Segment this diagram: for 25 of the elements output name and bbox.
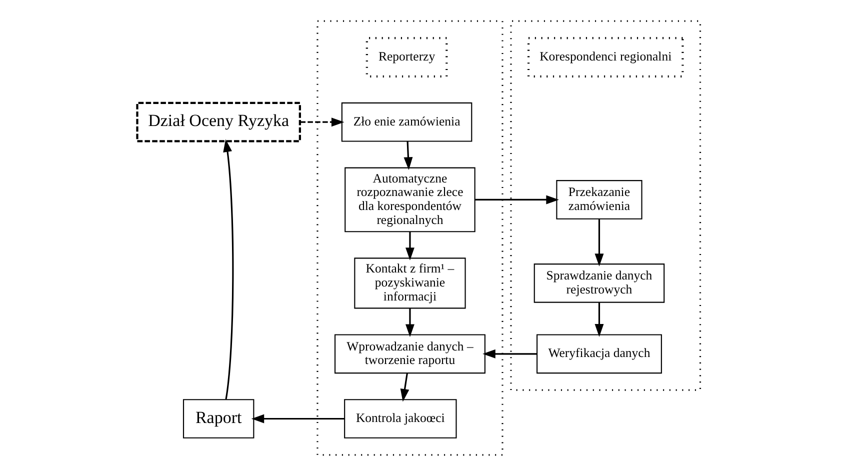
arrow: [482, 349, 536, 358]
node-box: Weryfikacja danych: [536, 334, 662, 374]
node-box: Automatyczne rozpoznawanie zlece dla korespondentów regionalnych: [344, 167, 475, 232]
cluster: [510, 20, 701, 391]
node-box: Korespondenci regionalni: [526, 37, 684, 78]
node-box: Dział Oceny Ryzyka: [136, 102, 300, 142]
arrow: [474, 195, 558, 204]
arrow: [400, 372, 409, 402]
arrow: [250, 414, 344, 424]
node-box: Raport: [182, 399, 254, 438]
arrow: [405, 232, 414, 260]
node-box: Reporterzy: [365, 37, 448, 78]
node-box: Sprawdzanie danych rejestrowych: [533, 264, 664, 303]
arrow: [222, 139, 234, 400]
node-box: Zło enie zamówienia: [340, 102, 472, 142]
arrow: [594, 219, 604, 266]
arrow: [594, 302, 604, 337]
node-box: Przekazanie zamówienia: [556, 180, 642, 220]
arrow: [403, 141, 412, 170]
arrow: [300, 118, 344, 127]
node-box: Kontakt z firm¹ – pozyskiwanie informacji: [354, 258, 466, 309]
node-box: Wprowadzanie danych – tworzenie raportu: [334, 334, 485, 374]
cluster: [316, 20, 503, 456]
node-box: Kontrola jakoœci: [344, 399, 456, 438]
arrow: [405, 308, 414, 337]
